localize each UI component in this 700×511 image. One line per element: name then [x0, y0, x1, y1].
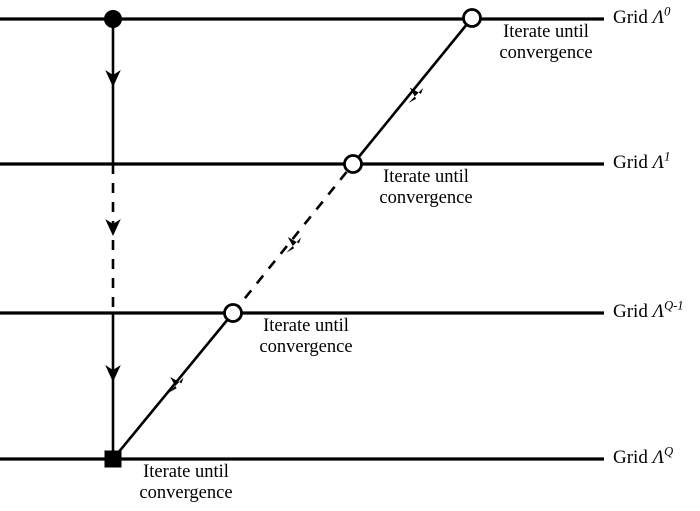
- grid-label-0-exponent: 0: [664, 4, 671, 19]
- marker-node-grid-1: [343, 154, 363, 174]
- prolongation-arrowheads: [169, 87, 423, 393]
- note-grid-1-line1: Iterate until: [383, 167, 469, 187]
- node-markers: [104, 8, 482, 468]
- note-grid-qm1-line1: Iterate until: [263, 316, 349, 336]
- grid-label-q-prefix: Grid: [613, 447, 653, 468]
- grid-label-1-lambda: Λ: [652, 152, 665, 173]
- marker-node-grid-qm1: [223, 303, 243, 323]
- arrowhead-prolong-1-to-0: [408, 87, 423, 103]
- note-grid-1: Iterate until convergence: [360, 167, 492, 208]
- arrowhead-restrict-0-to-1: [105, 70, 121, 87]
- grid-label-qm1: Grid ΛQ-1: [613, 298, 684, 322]
- grid-label-q-exponent: Q: [664, 444, 674, 459]
- arrowhead-prolong-q-to-qm1: [169, 377, 184, 393]
- grid-label-q: Grid ΛQ: [613, 444, 674, 468]
- note-grid-q-line1: Iterate until: [143, 462, 229, 482]
- restriction-arrowheads: [105, 70, 121, 382]
- grid-label-0-prefix: Grid: [613, 7, 653, 28]
- grid-label-qm1-prefix: Grid: [613, 301, 653, 322]
- grid-label-1-exponent: 1: [664, 149, 671, 164]
- prolongation-path: [111, 17, 474, 460]
- note-grid-q-line2: convergence: [139, 482, 233, 503]
- marker-coarsest-node: [104, 450, 122, 468]
- note-grid-0: Iterate until convergence: [480, 22, 612, 63]
- edge-prolong-q-to-qm1: [111, 312, 235, 460]
- grid-label-q-lambda: Λ: [652, 447, 665, 468]
- grid-lines: [0, 17, 604, 461]
- note-grid-q: Iterate until convergence: [120, 462, 252, 503]
- note-grid-1-line2: convergence: [379, 187, 473, 208]
- note-grid-0-line1: Iterate until: [503, 22, 589, 42]
- grid-label-1: Grid Λ1: [613, 149, 671, 173]
- marker-start-node: [104, 10, 122, 28]
- note-grid-0-line2: convergence: [499, 42, 593, 63]
- grid-label-0: Grid Λ0: [613, 4, 671, 28]
- arrowhead-prolong-qm1-to-1: [286, 237, 301, 253]
- grid-label-qm1-lambda: Λ: [652, 301, 665, 322]
- arrowhead-restrict-qm1-to-q: [105, 365, 121, 382]
- grid-label-0-lambda: Λ: [652, 7, 665, 28]
- note-grid-qm1-line2: convergence: [259, 336, 353, 357]
- note-grid-qm1: Iterate until convergence: [240, 316, 372, 357]
- arrowhead-restrict-1-to-qm1: [105, 219, 121, 236]
- grid-label-1-prefix: Grid: [613, 152, 653, 173]
- grid-label-qm1-exponent: Q-1: [664, 298, 684, 313]
- marker-node-grid-0-final: [462, 8, 482, 28]
- edge-prolong-qm1-to-1: [231, 163, 355, 314]
